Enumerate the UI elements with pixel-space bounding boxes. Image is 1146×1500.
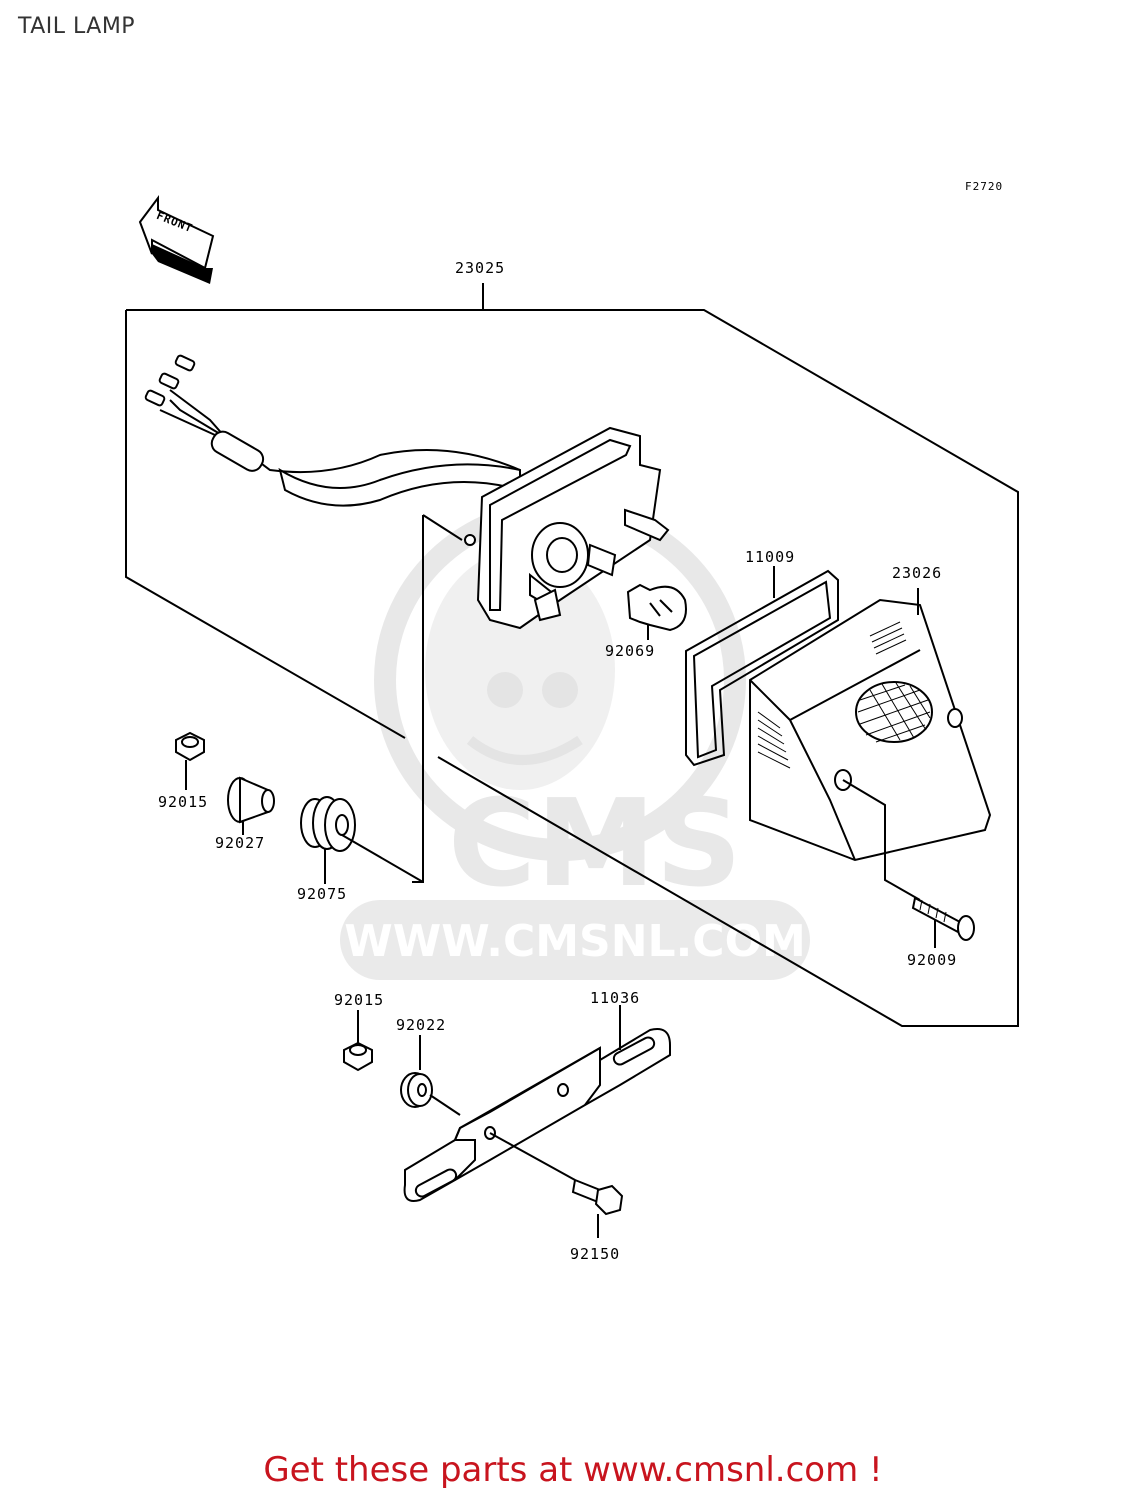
part-label-92150: 92150 <box>570 1245 620 1263</box>
part-label-92009: 92009 <box>907 951 957 969</box>
watermark-url: WWW.CMSNL.COM <box>344 916 806 967</box>
lamp-housing-23025 <box>144 354 670 630</box>
part-label-23026: 23026 <box>892 564 942 582</box>
page-title: TAIL LAMP <box>18 14 136 39</box>
part-label-11036: 11036 <box>590 989 640 1007</box>
lens-23026 <box>749 588 992 862</box>
part-label-92022: 92022 <box>396 1016 446 1034</box>
part-label-11009: 11009 <box>745 548 795 566</box>
part-label-92015-bracket: 92015 <box>334 991 384 1009</box>
collar-92027 <box>227 776 275 835</box>
bracket-11036 <box>403 1005 671 1202</box>
footer-link-text[interactable]: Get these parts at www.cmsnl.com ! <box>263 1450 883 1490</box>
nut-92015-bracket <box>343 1010 373 1072</box>
nut-92015-left <box>175 731 205 790</box>
cmsnl-watermark: WWW.CMSNL.COM CMS <box>340 499 810 980</box>
bolt-92150 <box>489 1132 624 1238</box>
washer-92022 <box>400 1035 461 1116</box>
part-label-92075: 92075 <box>297 885 347 903</box>
watermark-brand: CMS <box>448 775 742 914</box>
part-label-92015-left: 92015 <box>158 793 208 811</box>
screw-92009 <box>842 779 975 948</box>
assembly-outline <box>125 283 1019 1027</box>
gasket-11009 <box>685 566 839 767</box>
bulb-92069 <box>626 583 687 640</box>
part-label-92027: 92027 <box>215 834 265 852</box>
figure-code: F2720 <box>965 180 1003 193</box>
part-label-23025: 23025 <box>455 259 505 277</box>
part-label-92069: 92069 <box>605 642 655 660</box>
grommet-92075 <box>300 796 424 884</box>
front-arrow-icon: FRONT <box>138 195 215 284</box>
